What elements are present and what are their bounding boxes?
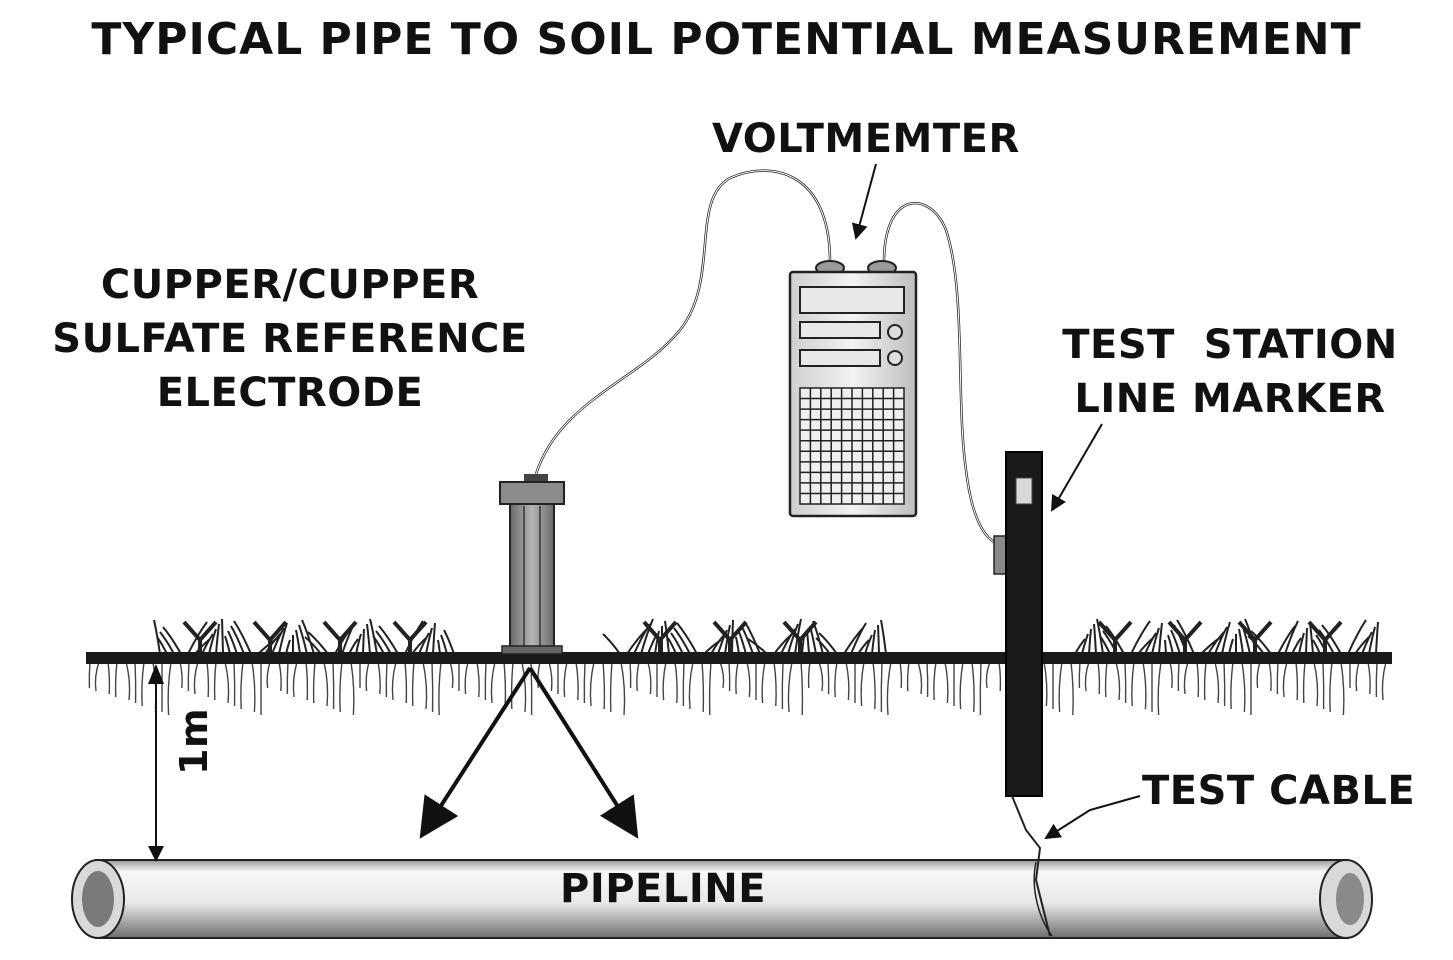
depth-dimension [148,664,164,862]
leader-lines [851,163,1141,840]
reference-electrode [499,474,565,655]
electrode-wire [534,169,832,475]
pipeline-label: PIPELINE [560,866,767,912]
voltmeter [788,260,918,518]
pipeline [71,859,1373,939]
depth-label: 1m [172,707,216,775]
test-cable [1011,795,1051,937]
test-cable-label: TEST CABLE [1142,768,1416,814]
test-station-label-line-2: LINE MARKER [1074,376,1386,422]
test-station-marker [993,451,1043,797]
electrode-label-line-3: ELECTRODE [156,370,424,416]
electrode-label-line-1: CUPPER/CUPPER [100,262,480,308]
electrode-label-line-2: SULFATE REFERENCE [52,316,528,362]
voltmeter-label: VOLTMEMTER [712,116,1020,162]
potential-arrows [419,666,639,839]
ground-surface [86,618,1392,716]
test-station-label-line-1: TEST STATION [1062,322,1398,368]
diagram-title: TYPICAL PIPE TO SOIL POTENTIAL MEASUREME… [91,14,1362,65]
